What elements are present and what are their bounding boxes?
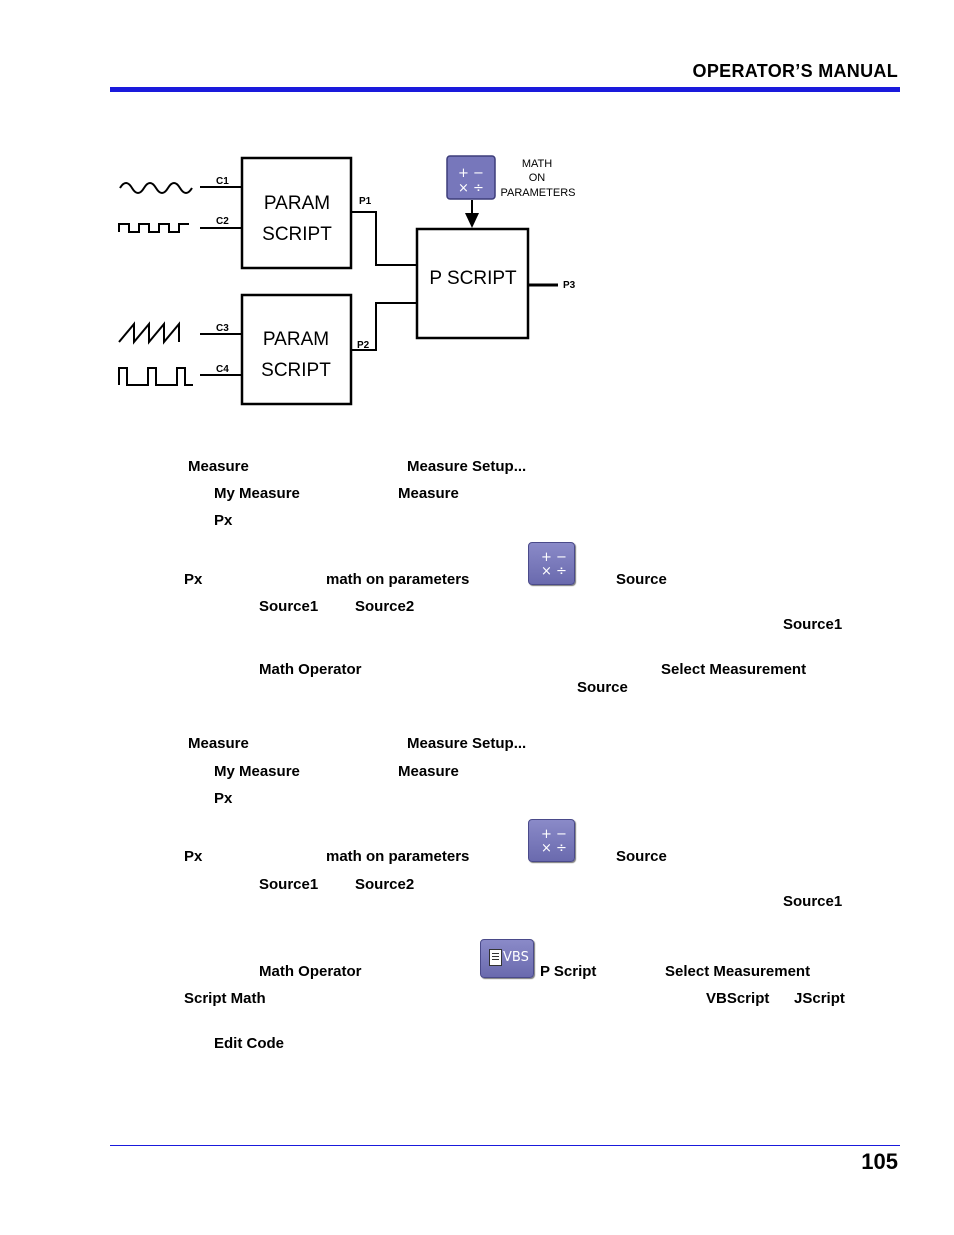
s2-p-script: P Script bbox=[540, 963, 597, 980]
page-number: 105 bbox=[861, 1149, 898, 1174]
s2-math-icon-bottom: × ÷ bbox=[541, 841, 567, 856]
param-box-2-line2: SCRIPT bbox=[261, 360, 331, 381]
s1-source1: Source1 bbox=[259, 598, 319, 615]
s2-math-icon-top: + − bbox=[541, 827, 567, 842]
s1-measure: Measure bbox=[188, 458, 249, 475]
p-script-label: P SCRIPT bbox=[429, 268, 517, 289]
math-caption-2: ON bbox=[529, 172, 546, 184]
s1-my-measure: My Measure bbox=[214, 485, 300, 502]
s2-script-math: Script Math bbox=[184, 990, 266, 1007]
s2-select-measurement: Select Measurement bbox=[665, 963, 811, 980]
param-box-1-line2: SCRIPT bbox=[262, 224, 332, 245]
s2-measure-2: Measure bbox=[398, 763, 459, 780]
diagram-math-icon-top: + − bbox=[458, 166, 484, 181]
s2-measure-setup: Measure Setup... bbox=[407, 735, 527, 752]
s2-edit-code: Edit Code bbox=[214, 1035, 284, 1052]
header-rule bbox=[110, 87, 900, 92]
sawtooth-waveform bbox=[118, 321, 180, 345]
header-title: OPERATOR’S MANUAL bbox=[692, 61, 898, 81]
footer-rule bbox=[110, 1145, 900, 1146]
s2-math-on-parameters-icon: + − × ÷ bbox=[528, 819, 575, 862]
param-box-1-line1: PARAM bbox=[264, 193, 330, 214]
label-c2: C2 bbox=[216, 216, 229, 227]
param-script-box-1 bbox=[240, 156, 353, 270]
vbs-icon-label: VBS bbox=[503, 950, 529, 965]
s1-px: Px bbox=[214, 512, 233, 529]
s2-measure: Measure bbox=[188, 735, 249, 752]
diagram-math-icon-bottom: × ÷ bbox=[458, 181, 484, 196]
s1-math-on-parameters: math on parameters bbox=[326, 571, 470, 588]
s1-math-on-parameters-icon: + − × ÷ bbox=[528, 542, 575, 585]
sine-waveform bbox=[119, 182, 193, 194]
s2-jscript: JScript bbox=[794, 990, 845, 1007]
s2-vbscript: VBScript bbox=[706, 990, 770, 1007]
s2-source: Source bbox=[616, 848, 667, 865]
s2-my-measure: My Measure bbox=[214, 763, 300, 780]
s1-source-b: Source bbox=[577, 679, 628, 696]
param-script-box-2 bbox=[240, 293, 353, 406]
s1-math-icon-bottom: × ÷ bbox=[541, 564, 567, 579]
label-p1: P1 bbox=[359, 196, 372, 207]
label-c1: C1 bbox=[216, 176, 229, 187]
label-c3: C3 bbox=[216, 323, 229, 334]
s1-source: Source bbox=[616, 571, 667, 588]
s2-math-on-parameters: math on parameters bbox=[326, 848, 470, 865]
s2-source2: Source2 bbox=[355, 876, 415, 893]
document-icon bbox=[489, 949, 502, 966]
s2-math-operator: Math Operator bbox=[259, 963, 362, 980]
s2-source1: Source1 bbox=[259, 876, 319, 893]
s1-math-operator: Math Operator bbox=[259, 661, 362, 678]
param-box-2-line1: PARAM bbox=[263, 329, 329, 350]
square-waveform-large bbox=[118, 367, 193, 386]
label-p2: P2 bbox=[357, 340, 370, 351]
label-c4: C4 bbox=[216, 364, 229, 375]
s1-px-2: Px bbox=[184, 571, 203, 588]
square-waveform-small bbox=[118, 223, 189, 233]
math-caption-3: PARAMETERS bbox=[501, 187, 576, 199]
math-caption-1: MATH bbox=[522, 158, 552, 170]
vbs-script-icon: VBS bbox=[480, 939, 534, 978]
s1-measure-setup: Measure Setup... bbox=[407, 458, 527, 475]
s1-measure-2: Measure bbox=[398, 485, 459, 502]
s2-px-2: Px bbox=[184, 848, 203, 865]
s2-source1-b: Source1 bbox=[783, 893, 843, 910]
s2-px: Px bbox=[214, 790, 233, 807]
label-p3: P3 bbox=[563, 280, 576, 291]
s1-source2: Source2 bbox=[355, 598, 415, 615]
parameter-math-diagram: + − × ÷ C1 C2 C3 C4 P1 P2 P3 PARAM SCRIP… bbox=[118, 155, 576, 406]
s1-select-measurement: Select Measurement bbox=[661, 661, 807, 678]
s1-math-icon-top: + − bbox=[541, 550, 567, 565]
s1-source1-b: Source1 bbox=[783, 616, 843, 633]
